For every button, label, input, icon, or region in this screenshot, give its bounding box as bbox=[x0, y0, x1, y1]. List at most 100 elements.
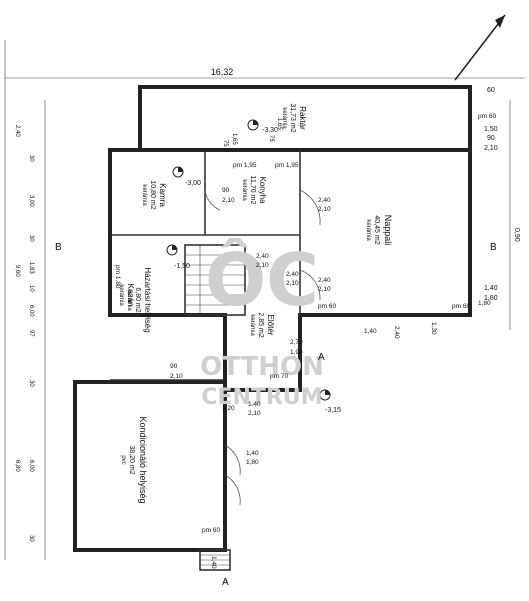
door-arc-kamra bbox=[204, 189, 221, 211]
section-marker-a-bottom: A bbox=[222, 577, 229, 588]
level-symbol-icon bbox=[166, 119, 331, 401]
opening-16: 1,40 bbox=[248, 401, 261, 408]
door-arc-kond bbox=[224, 444, 241, 476]
kondicionalo-label-group: Kondicionáló helyiség 38,20 m2 pvc bbox=[120, 416, 148, 503]
door-arc-nappali bbox=[299, 269, 321, 301]
opening-8: 2,40 bbox=[256, 253, 269, 260]
nappali-label-group: Nappali 40,45 m2 kerámia bbox=[365, 215, 393, 246]
watermark-line2: CENTRUM bbox=[201, 385, 322, 410]
kamra-floor: kerámia bbox=[141, 184, 147, 206]
left-dim-9: 30 bbox=[28, 380, 34, 387]
opening-31: 1,20 bbox=[222, 405, 235, 412]
opening-4: 90 bbox=[222, 187, 230, 194]
left-dim-3: 30 bbox=[28, 235, 34, 242]
raktar-level: -3,30 bbox=[262, 127, 278, 134]
opening-19: 1,80 bbox=[246, 459, 259, 466]
opening-24: pm 1,80 bbox=[114, 265, 121, 289]
left-dim-12: 30 bbox=[28, 535, 34, 542]
opening-5: 2,10 bbox=[222, 197, 235, 204]
section-marker-a-mid: A bbox=[318, 352, 325, 363]
kamra-level: -3,00 bbox=[185, 180, 201, 187]
opening-27: 2,40 bbox=[318, 277, 331, 284]
opening-labels: pm 1,95 pm 1,95 2,40 2,10 90 2,10 2,40 2… bbox=[114, 113, 496, 569]
eloter-floor: kerámia bbox=[249, 314, 255, 336]
nappali-name: Nappali bbox=[383, 215, 393, 246]
left-dim-5: 10 bbox=[28, 285, 34, 292]
konyha-name: Konyha bbox=[258, 176, 267, 204]
raktar-opening-dims: 1,65 75 1,65 75 bbox=[222, 118, 282, 147]
eloter-label-group: Előtér 2,85 m2 kerámia bbox=[249, 312, 275, 337]
section-marker-b-left: B bbox=[55, 242, 62, 253]
opening-23: 2,10 bbox=[170, 373, 183, 380]
opening-6: 2,40 bbox=[286, 271, 299, 278]
kamra-area: 10,80 m2 bbox=[149, 180, 156, 209]
raktar-area: 31,73 m2 bbox=[289, 103, 296, 132]
raktar-dim-2: 1,65 bbox=[276, 118, 282, 130]
opening-11: 1,80 bbox=[478, 300, 491, 307]
opening-20: pm 60 bbox=[202, 527, 220, 534]
left-dim-10: 6,00 bbox=[28, 460, 34, 472]
raktar-name: Raktár bbox=[298, 106, 307, 130]
door-arc-kond-2 bbox=[224, 474, 241, 506]
hazartas-area: 6,80 m2 bbox=[134, 287, 141, 312]
kazan-name: Kazán bbox=[126, 284, 135, 307]
left-dim-1: 30 bbox=[28, 155, 34, 162]
opening-0: pm 1,95 bbox=[233, 162, 257, 169]
level-315: -3,15 bbox=[325, 407, 341, 414]
opening-2: 2,40 bbox=[318, 197, 331, 204]
opening-14: 1,90 bbox=[290, 349, 303, 356]
door-arc-konyha bbox=[299, 189, 321, 226]
opening-1: pm 1,95 bbox=[275, 162, 299, 169]
konyha-label-group: Konyha 11,70 m2 kerámia bbox=[241, 176, 267, 205]
opening-21: 1,40 bbox=[210, 556, 217, 569]
right-dim-2: 90 bbox=[487, 135, 495, 142]
kondicionalo-floor: pvc bbox=[120, 455, 126, 464]
opening-13: 2,70 bbox=[290, 339, 303, 346]
opening-30: 2,40 bbox=[393, 326, 400, 339]
opening-26: pm 60 bbox=[452, 303, 470, 310]
main-floor-walls bbox=[108, 148, 472, 392]
raktar-dim-0: 1,65 bbox=[231, 133, 237, 145]
watermark-line1: OTTHON bbox=[200, 352, 324, 382]
opening-3: 2,10 bbox=[318, 206, 331, 213]
kamra-label-group: Kamra 10,80 m2 kerámia bbox=[141, 180, 167, 209]
opening-7: 2,10 bbox=[286, 280, 299, 287]
raktar-dim-1: 75 bbox=[222, 140, 228, 147]
nappali-floor: kerámia bbox=[365, 219, 371, 241]
left-dim-11: 6,80 bbox=[14, 460, 20, 472]
opening-25: pm 60 bbox=[478, 113, 496, 120]
right-dim-3: 2,10 bbox=[484, 145, 498, 152]
north-arrow-icon bbox=[454, 14, 506, 81]
staircase bbox=[184, 244, 246, 316]
left-dim-0: 2,40 bbox=[14, 125, 20, 137]
eloter-name: Előtér bbox=[266, 315, 275, 336]
opening-9: 2,10 bbox=[256, 262, 269, 269]
watermark-logo: ÔC bbox=[205, 238, 319, 322]
hazartas-label-group: Házartási helyiség 6,80 m2 kerámia bbox=[126, 267, 152, 332]
kamra-name: Kamra bbox=[158, 183, 167, 207]
opening-18: 1,40 bbox=[246, 450, 259, 457]
right-dim-0: 60 bbox=[487, 87, 495, 94]
raktar-label-group: Raktár 31,73 m2 kerámia bbox=[281, 103, 307, 132]
left-dim-7: 97 bbox=[28, 330, 34, 337]
hazartas-name: Házartási helyiség bbox=[143, 267, 152, 332]
left-dimensions: 2,40 30 3,00 30 1,83 10 6,00 97 9,60 30 … bbox=[14, 125, 34, 542]
konyha-floor: kerámia bbox=[241, 179, 247, 201]
kazan-label-group: Kazán kerámia bbox=[118, 284, 135, 307]
right-dim-4: 0,90 bbox=[513, 228, 520, 242]
konyha-area: 11,70 m2 bbox=[249, 176, 256, 205]
kondicionalo-name: Kondicionáló helyiség bbox=[138, 416, 148, 503]
entrance-steps bbox=[199, 549, 231, 571]
raktar-floor: kerámia bbox=[281, 107, 287, 129]
right-dimensions: 60 1,50 90 2,10 0,90 1,80 1,40 bbox=[484, 87, 520, 302]
opening-28: 2,10 bbox=[318, 286, 331, 293]
right-dim-5: 1,80 bbox=[484, 295, 498, 302]
opening-10: pm 60 bbox=[318, 303, 336, 310]
hazartas-floor: kerámia bbox=[126, 289, 132, 311]
left-dim-8: 9,60 bbox=[14, 265, 20, 277]
kazan-floor: kerámia bbox=[118, 284, 124, 306]
section-marker-b-right: B bbox=[490, 242, 497, 253]
opening-17: 2,10 bbox=[248, 410, 261, 417]
eloter-area: 2,85 m2 bbox=[257, 312, 264, 337]
raktar-dim-3: 75 bbox=[268, 135, 274, 142]
